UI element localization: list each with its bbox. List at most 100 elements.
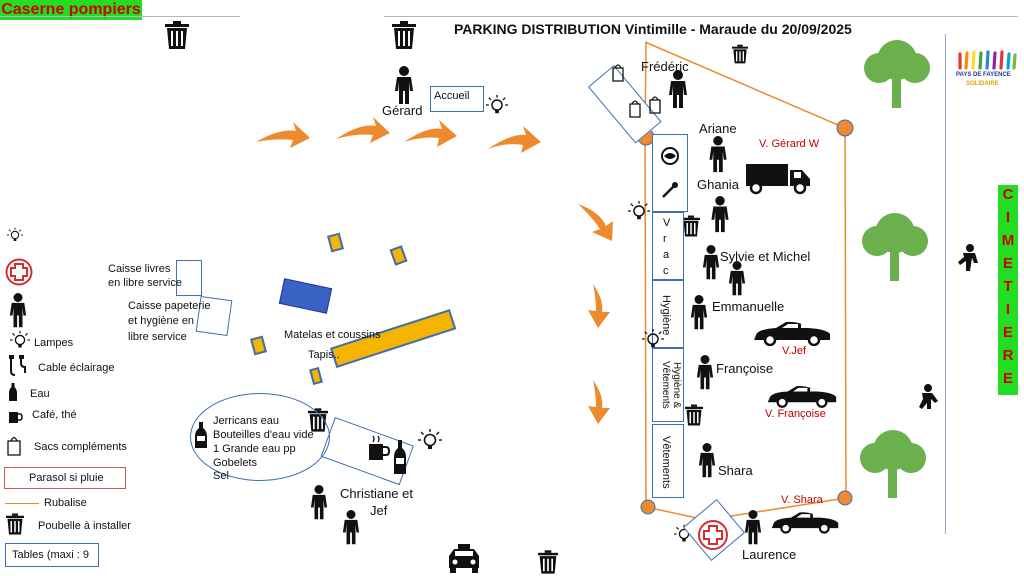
- legend-rubalise-label: Rubalise: [44, 497, 87, 509]
- person-icon: [696, 354, 714, 392]
- person-icon: [690, 294, 708, 332]
- mug-icon: [9, 412, 23, 423]
- flow-arrow: [588, 284, 610, 328]
- accueil-table: Accueil: [430, 86, 484, 112]
- cimetiere-letter: E: [1002, 324, 1013, 341]
- cimetiere-letter: E: [1002, 370, 1013, 387]
- person-icon: [728, 260, 746, 298]
- water-zone-ellipse: [190, 393, 330, 481]
- person-label-gerard: Gérard: [382, 103, 423, 118]
- flow-arrow: [488, 126, 541, 153]
- caisse-papeterie-label-1: Caisse papeterie: [128, 300, 211, 312]
- bottle-icon: [195, 422, 207, 448]
- bottle-icon: [394, 440, 406, 474]
- car-icon: [766, 384, 838, 408]
- lamp-icon: [7, 227, 23, 243]
- person-label-ghania: Ghania: [697, 177, 739, 192]
- page-title: PARKING DISTRIBUTION Vintimille - Maraud…: [454, 21, 852, 37]
- flow-arrow: [578, 204, 613, 241]
- person-label-christiane-1: Christiane et: [340, 486, 413, 501]
- water-label-3: 1 Grande eau pp: [213, 443, 296, 455]
- accueil-label: Accueil: [434, 90, 470, 102]
- person-icon: [708, 136, 728, 174]
- water-label-1: Jerricans eau: [213, 415, 280, 427]
- vehicle-label-shara: V. Shara: [781, 494, 823, 506]
- first-aid-icon: [698, 520, 728, 550]
- trash-icon: [682, 215, 700, 237]
- caisse-livres-box: [176, 260, 202, 296]
- cimetiere-banner: C I M E T I E R E: [998, 185, 1018, 395]
- person-label-shara: Shara: [718, 463, 753, 478]
- water-label-2: Bouteilles d'eau vide: [213, 429, 314, 441]
- water-label-4: Gobelets: [213, 457, 258, 469]
- table-vrac: V r a c: [652, 212, 684, 280]
- spoon-icon: [662, 182, 678, 198]
- lamp-icon: [642, 328, 664, 350]
- person-label-laurence: Laurence: [742, 547, 797, 562]
- cimetiere-letter: I: [1005, 209, 1011, 226]
- trash-icon: [392, 20, 416, 50]
- trash-icon: [6, 513, 24, 535]
- legend-cable-label: Cable éclairage: [38, 362, 115, 374]
- legend-tables-box: Tables (maxi : 9: [5, 543, 99, 567]
- cimetiere-letter: M: [1001, 232, 1015, 249]
- cemetery-boundary-line: [945, 34, 946, 534]
- person-label-ariane: Ariane: [699, 121, 737, 136]
- person-icon: [702, 244, 720, 282]
- truck-icon: [746, 164, 810, 195]
- caisse-papeterie-label-2: et hygiène en: [128, 315, 195, 327]
- hygiene-vetements-label: Hygiène & Vêtements: [660, 361, 682, 409]
- caserne-pompiers-banner: Caserne pompiers: [0, 0, 142, 20]
- legend-tables-label: Tables (maxi : 9: [12, 549, 90, 561]
- climber-icon: [919, 384, 938, 409]
- hygiene-label: Hygiène: [660, 294, 672, 336]
- legend-poubelle-label: Poubelle à installer: [38, 520, 131, 532]
- vehicle-label-jef: V.Jef: [782, 345, 807, 357]
- lamp-icon: [418, 428, 442, 452]
- vehicle-label-gerard: V. Gérard W: [759, 138, 820, 150]
- water-label-5: Sel: [213, 470, 229, 482]
- cimetiere-letter: T: [1003, 278, 1013, 295]
- car-icon: [752, 320, 832, 346]
- logo-text-top: PAYS DE FAYENCE: [956, 72, 1011, 78]
- post-dot: [836, 119, 854, 137]
- person-icon: [342, 508, 360, 548]
- person-label-francoise: Françoise: [716, 361, 774, 376]
- trash-icon: [732, 44, 748, 64]
- person-icon: [710, 196, 730, 234]
- table-cafe: [652, 134, 688, 212]
- caisse-livres-label-2: en libre service: [108, 277, 182, 289]
- cimetiere-letter: E: [1002, 255, 1013, 272]
- lamp-icon: [10, 330, 30, 350]
- trash-icon: [165, 20, 189, 50]
- coffee-beans-icon: [661, 147, 679, 165]
- flow-arrow: [336, 117, 390, 143]
- cimetiere-letter: C: [1002, 186, 1014, 203]
- legend-eau-label: Eau: [30, 388, 50, 400]
- table-vetements: Vêtements: [652, 424, 684, 498]
- first-aid-icon: [5, 258, 33, 286]
- flow-arrow: [404, 120, 457, 147]
- car-icon: [770, 510, 840, 534]
- tree-icon: [862, 38, 932, 108]
- hands-logo-icon: [958, 50, 1017, 70]
- climber-icon: [958, 244, 978, 271]
- flow-arrow: [588, 380, 610, 424]
- bag-icon: [612, 64, 624, 82]
- bag-icon: [629, 100, 641, 118]
- logo: PAYS DE FAYENCE SOLIDAIRE: [952, 50, 1024, 92]
- cimetiere-letter: I: [1005, 301, 1011, 318]
- caisse-papeterie-label-3: libre service: [128, 331, 187, 343]
- vetements-label: Vêtements: [660, 435, 672, 489]
- logo-text-bottom: SOLIDAIRE: [966, 81, 999, 87]
- person-icon: [9, 292, 27, 330]
- legend-sacs-label: Sacs compléments: [34, 441, 127, 453]
- lamp-icon: [486, 94, 508, 116]
- tree-icon: [860, 210, 930, 282]
- bag-icon: [7, 436, 21, 456]
- table-hygiene-vetements: Hygiène & Vêtements: [652, 348, 684, 422]
- cimetiere-letter: R: [1002, 347, 1014, 364]
- person-icon: [310, 484, 328, 522]
- taxi-icon: [449, 544, 479, 573]
